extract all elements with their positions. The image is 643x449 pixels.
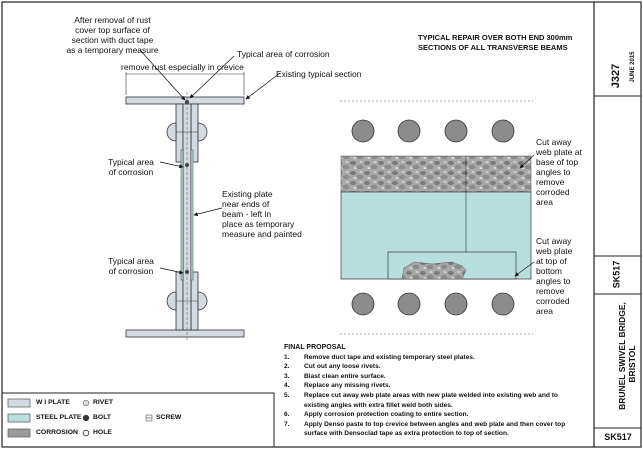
legend-bolt: BOLT — [93, 414, 111, 421]
proposal-item: 6. Apply corrosion protection coating to … — [284, 410, 584, 420]
beam-section-left — [125, 72, 245, 340]
legend-symbols — [7, 398, 153, 438]
label-line: Cut away — [536, 137, 572, 147]
item-text: Remove duct tape and existing temporary … — [304, 353, 475, 361]
label-line: Existing plate — [222, 189, 273, 199]
label-line: beam - left in — [222, 209, 272, 219]
label-line: base of top — [536, 157, 579, 167]
label-line: corroded — [536, 296, 570, 306]
label-line: area — [536, 197, 554, 207]
legend-screw: SCREW — [156, 414, 182, 421]
title-code-bottom: SK517 — [604, 432, 632, 442]
legend-wi-plate: W I PLATE — [36, 399, 70, 406]
legend-box — [1, 392, 275, 448]
proposal-item: 3. Blast clean entire surface. — [284, 372, 584, 382]
item-number: 2. — [284, 363, 290, 371]
label-line: Cut away — [536, 236, 572, 246]
title-ref: J327 — [610, 63, 622, 89]
label-line: bottom — [536, 266, 562, 276]
label-line: area — [536, 306, 554, 316]
leaders-right — [514, 154, 535, 277]
item-text: Apply Denso paste to top crevice between… — [304, 420, 566, 438]
label-line: cover top surface of — [75, 25, 150, 35]
label-line: Typical area — [108, 157, 154, 167]
label-line: section with duct tape — [71, 35, 154, 45]
label-line: After removal of rust — [74, 15, 151, 25]
proposal-heading: FINAL PROPOSAL — [284, 344, 346, 351]
header-note-line-2: SECTIONS OF ALL TRANSVERSE BEAMS — [418, 43, 568, 52]
label-cut-away-base: Cut away web plate at base of top angles… — [536, 137, 582, 207]
label-line: near ends of — [222, 199, 270, 209]
legend-hole: HOLE — [93, 429, 112, 436]
label-line: remove — [536, 177, 565, 187]
label-line: web plate — [536, 246, 573, 256]
label-existing-plate: Existing plate near ends of beam - left … — [222, 189, 302, 239]
label-line: of corrosion — [108, 266, 154, 276]
label-existing-section: Existing typical section — [276, 69, 362, 79]
beam-elevation-right — [340, 100, 533, 335]
label-line: place as temporary — [222, 219, 295, 229]
item-number: 7. — [284, 420, 290, 428]
label-line: web plate at — [536, 147, 582, 157]
label-typical-corrosion-top: Typical area of corrosion — [237, 49, 330, 59]
item-text: Replace any missing rivets. — [304, 382, 391, 390]
item-number: 5. — [284, 391, 290, 399]
label-line: of corrosion — [108, 167, 154, 177]
label-line: Typical area — [108, 256, 154, 266]
proposal-item: 1. Remove duct tape and existing temporar… — [284, 353, 584, 363]
label-remove-rust: remove rust especially in crevice — [121, 62, 244, 72]
title-date: JUNE 2015 — [630, 51, 636, 83]
label-line: measure and painted — [222, 229, 302, 239]
label-line: remove — [536, 286, 565, 296]
header-note: TYPICAL REPAIR OVER BOTH END 300mm SECTI… — [418, 33, 572, 53]
proposal-list: 1. Remove duct tape and existing temporar… — [284, 353, 584, 439]
item-text: Cut out any loose rivets. — [304, 363, 381, 371]
legend-steel-plate: STEEL PLATE — [36, 414, 82, 421]
item-number: 4. — [284, 382, 290, 390]
item-number: 6. — [284, 411, 290, 419]
item-number: 3. — [284, 372, 290, 380]
proposal-item: 5. Replace cut away web plate areas with … — [284, 391, 584, 410]
header-note-line-1: TYPICAL REPAIR OVER BOTH END 300mm — [418, 33, 573, 42]
label-cut-away-top: Cut away web plate at top of bottom angl… — [536, 236, 572, 316]
label-typical-area-2: Typical area of corrosion — [100, 256, 162, 276]
item-text: Replace cut away web plate areas with ne… — [304, 391, 558, 409]
legend-corrosion: CORROSION — [36, 429, 78, 436]
item-text: Apply corrosion protection coating to en… — [304, 411, 469, 419]
final-proposal: FINAL PROPOSAL 1. Remove duct tape and ex… — [284, 343, 584, 439]
label-typical-area-1: Typical area of corrosion — [100, 157, 162, 177]
proposal-item: 2. Cut out any loose rivets. — [284, 362, 584, 372]
item-number: 1. — [284, 353, 290, 361]
legend-rivet: RIVET — [93, 399, 114, 406]
label-line: at top of — [536, 256, 567, 266]
label-after-removal: After removal of rust cover top surface … — [50, 15, 175, 55]
label-line: angles to — [536, 276, 571, 286]
label-line: corroded — [536, 187, 570, 197]
label-line: as a temporary measure — [66, 45, 159, 55]
label-line: angles to — [536, 167, 571, 177]
item-text: Blast clean entire surface. — [304, 372, 386, 380]
title-location: BRISTOL — [627, 345, 637, 383]
proposal-item: 7. Apply Denso paste to top crevice betwe… — [284, 420, 584, 439]
proposal-item: 4. Replace any missing rivets. — [284, 381, 584, 391]
leaders-left — [139, 49, 281, 275]
